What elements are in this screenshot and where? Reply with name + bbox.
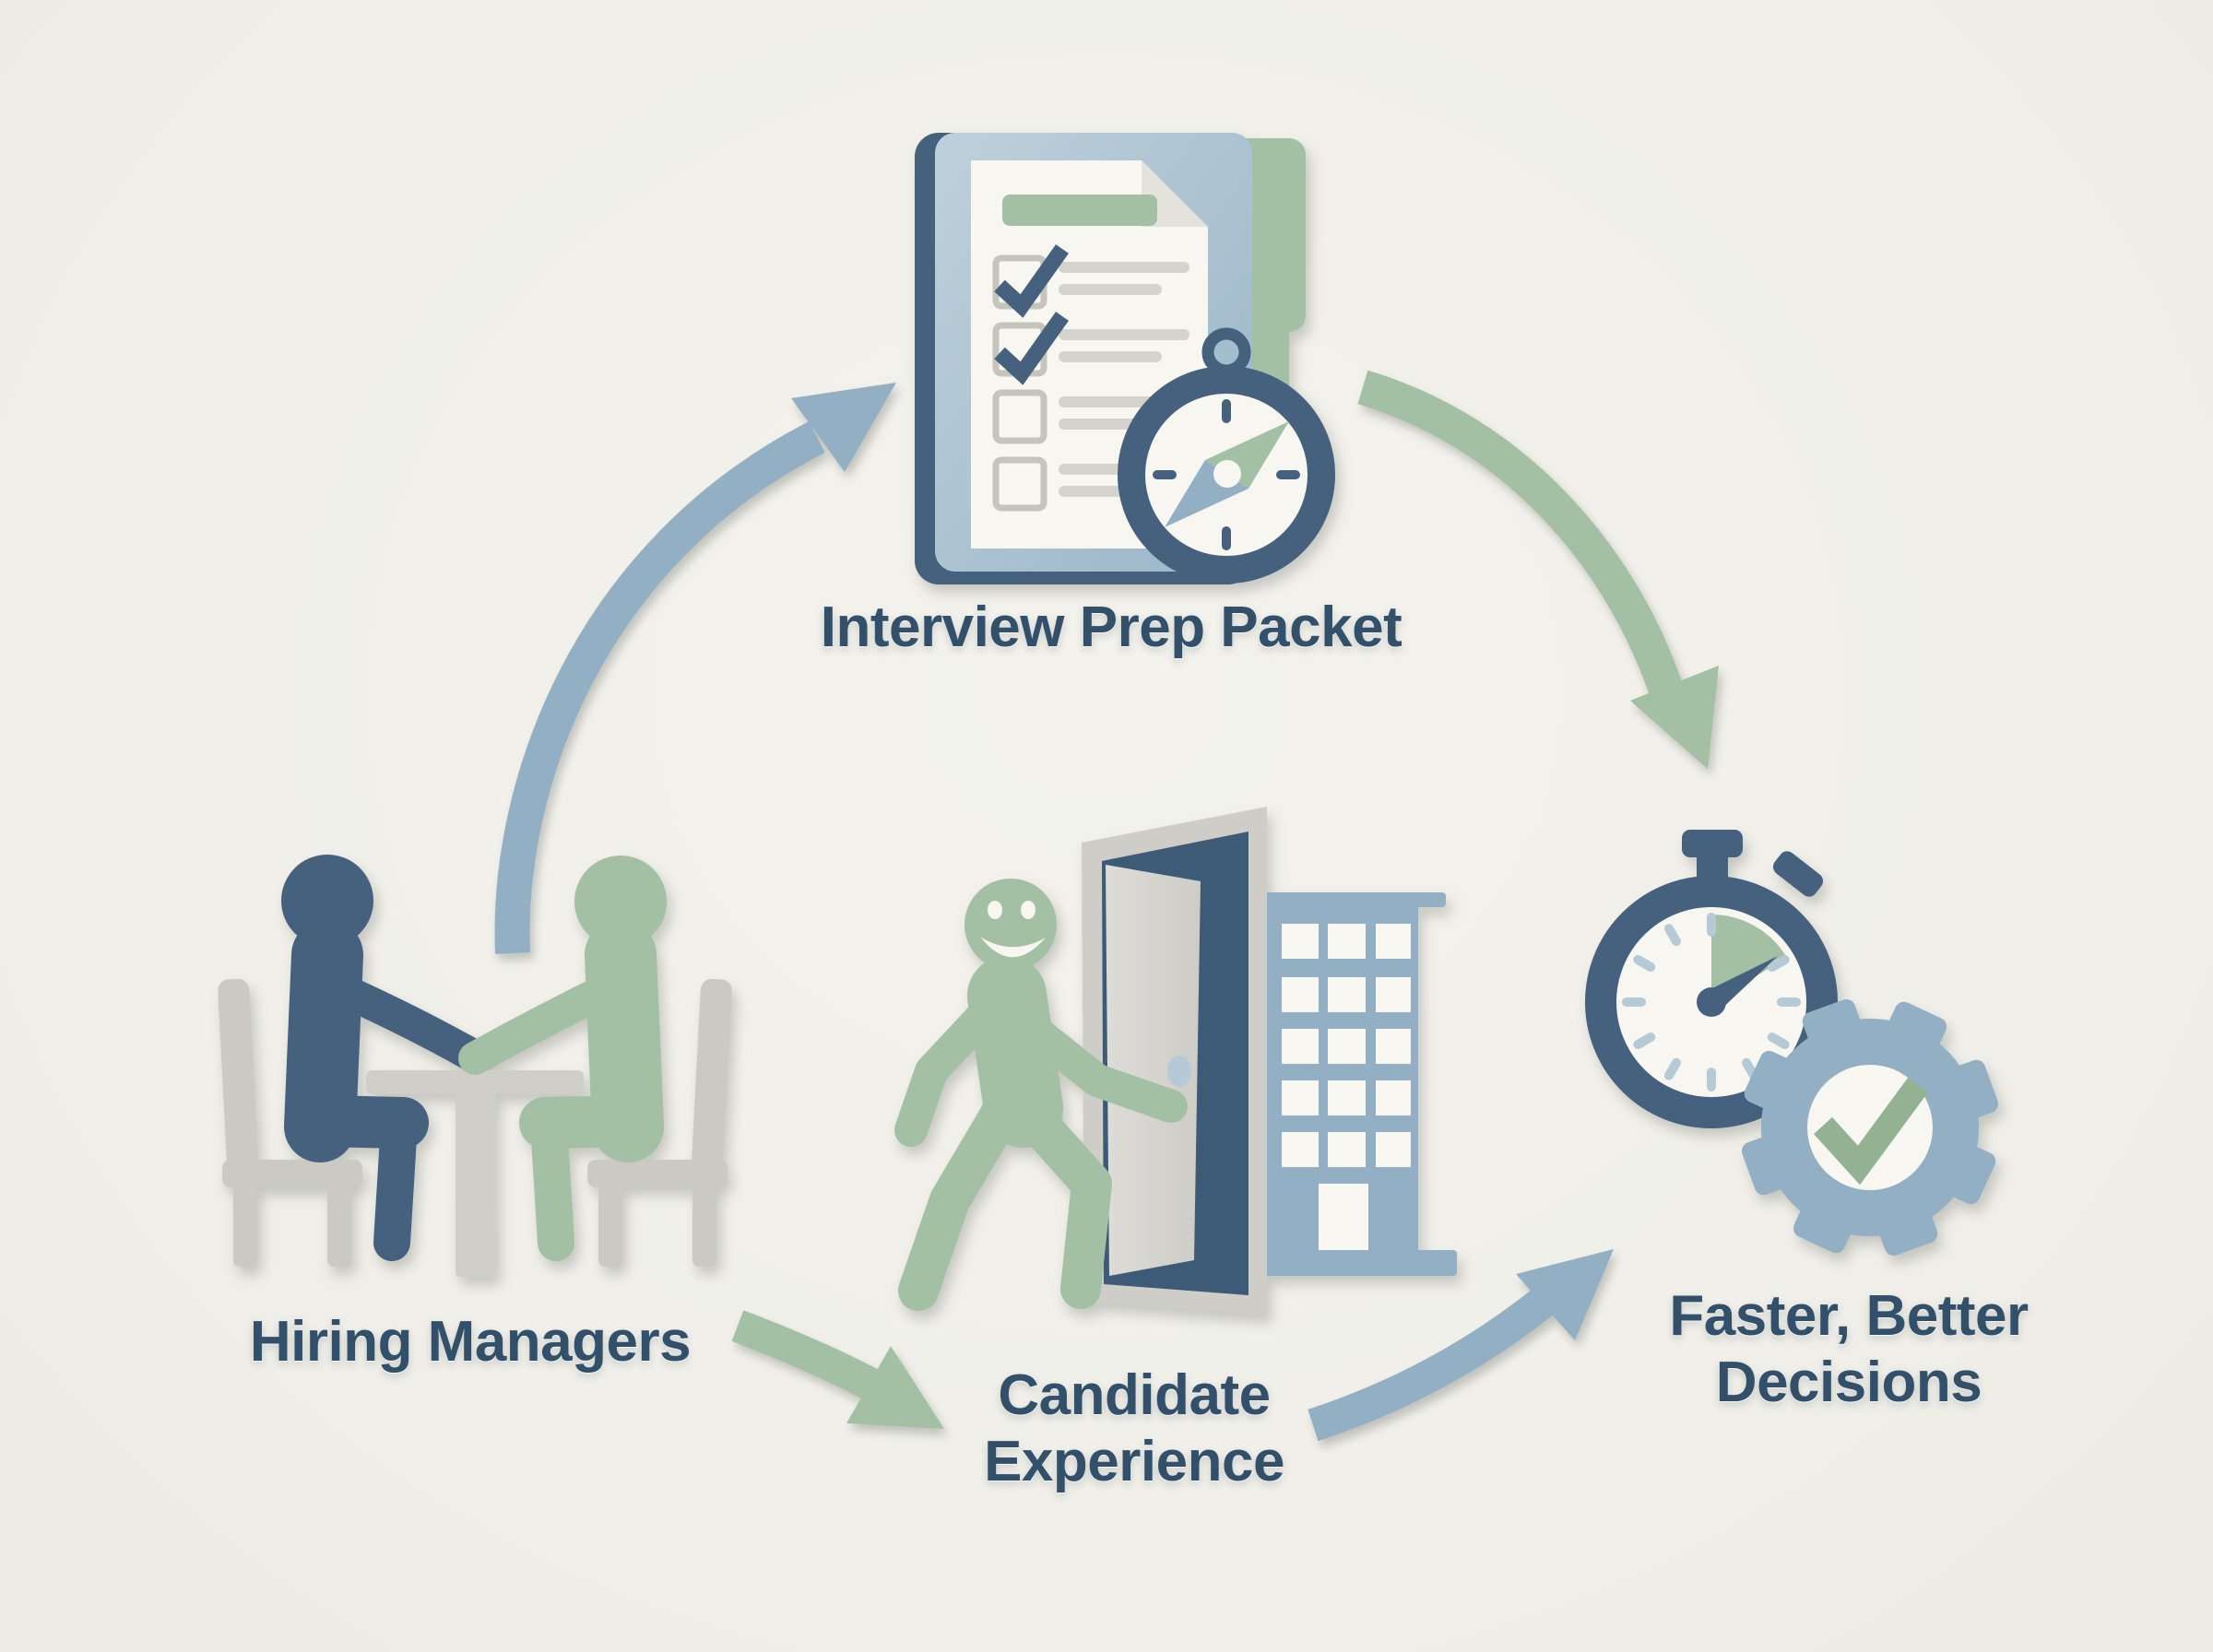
- folded-corner: [1142, 160, 1208, 227]
- person-entering-door-building-icon: [894, 807, 1457, 1316]
- label-interview-prep-packet: Interview Prep Packet: [820, 596, 1402, 659]
- open-door-icon: [1082, 807, 1267, 1316]
- checkmark-icon: [994, 312, 1069, 385]
- handshake-arm: [458, 972, 626, 1075]
- checkmark-icon: [1814, 1078, 1928, 1186]
- handshake-interview-table-icon: [218, 855, 732, 1277]
- node-faster-better-decisions: [1568, 811, 2121, 1346]
- arrow-hiring-to-candidate: [731, 1310, 944, 1429]
- person-head: [574, 856, 667, 948]
- arrow-prep-to-decisions: [1357, 370, 1719, 769]
- building-entrance: [1319, 1184, 1368, 1250]
- stopwatch-crown: [1682, 830, 1743, 857]
- walking-candidate-figure: [894, 879, 1188, 1311]
- label-hiring-managers: Hiring Managers: [249, 1310, 692, 1374]
- paper-title-bar: [1002, 195, 1157, 226]
- handshake-arm: [322, 972, 488, 1071]
- label-faster-better-decisions: Faster, Better Decisions: [1669, 1284, 2029, 1414]
- person-head: [281, 855, 373, 947]
- stopwatch-gear-checkmark-icon: [1585, 830, 1999, 1257]
- hiring-manager-figure: [281, 855, 488, 1261]
- building-windows: [1282, 924, 1411, 1250]
- candidate-figure: [458, 856, 667, 1261]
- checkmark-icon: [994, 244, 1069, 318]
- clipboard-checklist-compass-icon: [915, 133, 1335, 584]
- node-hiring-managers: [198, 839, 751, 1291]
- door-panel: [1106, 865, 1201, 1276]
- node-candidate-experience: [867, 802, 1494, 1337]
- office-building-icon: [1252, 892, 1457, 1276]
- clock-ticks: [1622, 913, 1801, 1092]
- compass-icon: [1118, 327, 1335, 584]
- gear-check-icon: [1741, 998, 1999, 1257]
- table-icon: [366, 1070, 584, 1277]
- node-interview-prep-packet: [904, 120, 1383, 627]
- smile: [980, 937, 1046, 958]
- chair-right-icon: [587, 978, 732, 1267]
- chair-left-icon: [218, 978, 362, 1267]
- stopwatch-side-button: [1772, 851, 1824, 897]
- door-knob: [1167, 1056, 1191, 1087]
- label-candidate-experience: Candidate Experience: [984, 1363, 1284, 1493]
